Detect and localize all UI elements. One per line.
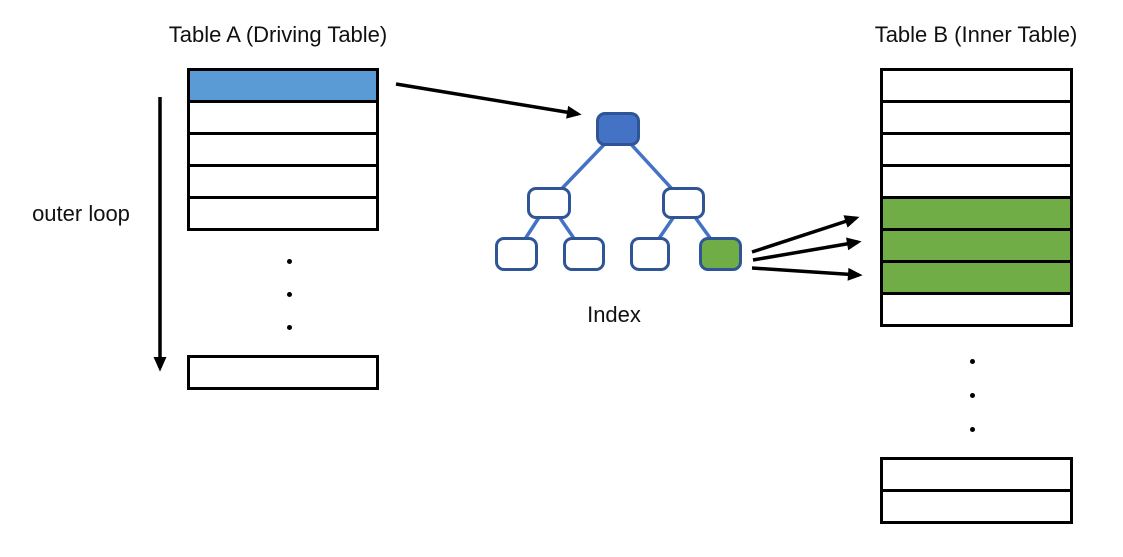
row-to-index-arrow	[395, 82, 582, 119]
index-to-row-arrow-1	[751, 215, 860, 254]
index-to-row-arrow-3	[751, 266, 863, 281]
index-label: Index	[587, 302, 641, 327]
btree-internal-node-left	[527, 187, 571, 219]
table-row-active	[187, 68, 379, 103]
table-row-match	[880, 260, 1073, 295]
table-row	[880, 100, 1073, 135]
ellipsis-dot	[970, 393, 975, 398]
ellipsis-dot	[287, 325, 292, 330]
ellipsis-dot	[287, 292, 292, 297]
table-row	[187, 355, 379, 390]
btree-leaf-node-2	[563, 237, 605, 271]
table-row	[187, 100, 379, 135]
table-a	[187, 68, 379, 231]
ellipsis-dot	[970, 427, 975, 432]
table-row	[880, 164, 1073, 199]
table-b	[880, 68, 1073, 327]
table-row	[880, 68, 1073, 103]
table-b-ellipsis	[970, 359, 975, 432]
btree-internal-node-right	[662, 187, 705, 219]
btree-root-node	[596, 112, 640, 146]
table-row	[880, 292, 1073, 327]
btree-leaf-node-found	[699, 237, 742, 271]
table-row	[187, 132, 379, 167]
table-row	[880, 132, 1073, 167]
table-a-title: Table A (Driving Table)	[168, 22, 388, 47]
table-b-tail-rows	[880, 457, 1073, 524]
table-row-match	[880, 228, 1073, 263]
table-a-tail-row	[187, 355, 379, 390]
btree-leaf-node-1	[495, 237, 538, 271]
table-a-ellipsis	[287, 259, 292, 330]
ellipsis-dot	[970, 359, 975, 364]
outer-loop-label: outer loop	[32, 201, 130, 226]
table-row	[187, 196, 379, 231]
index-to-row-arrow-2	[752, 237, 862, 262]
table-row	[187, 164, 379, 199]
table-row-match	[880, 196, 1073, 231]
table-row	[880, 489, 1073, 524]
btree-leaf-node-3	[630, 237, 670, 271]
table-b-title: Table B (Inner Table)	[874, 22, 1078, 47]
ellipsis-dot	[287, 259, 292, 264]
table-row	[880, 457, 1073, 492]
